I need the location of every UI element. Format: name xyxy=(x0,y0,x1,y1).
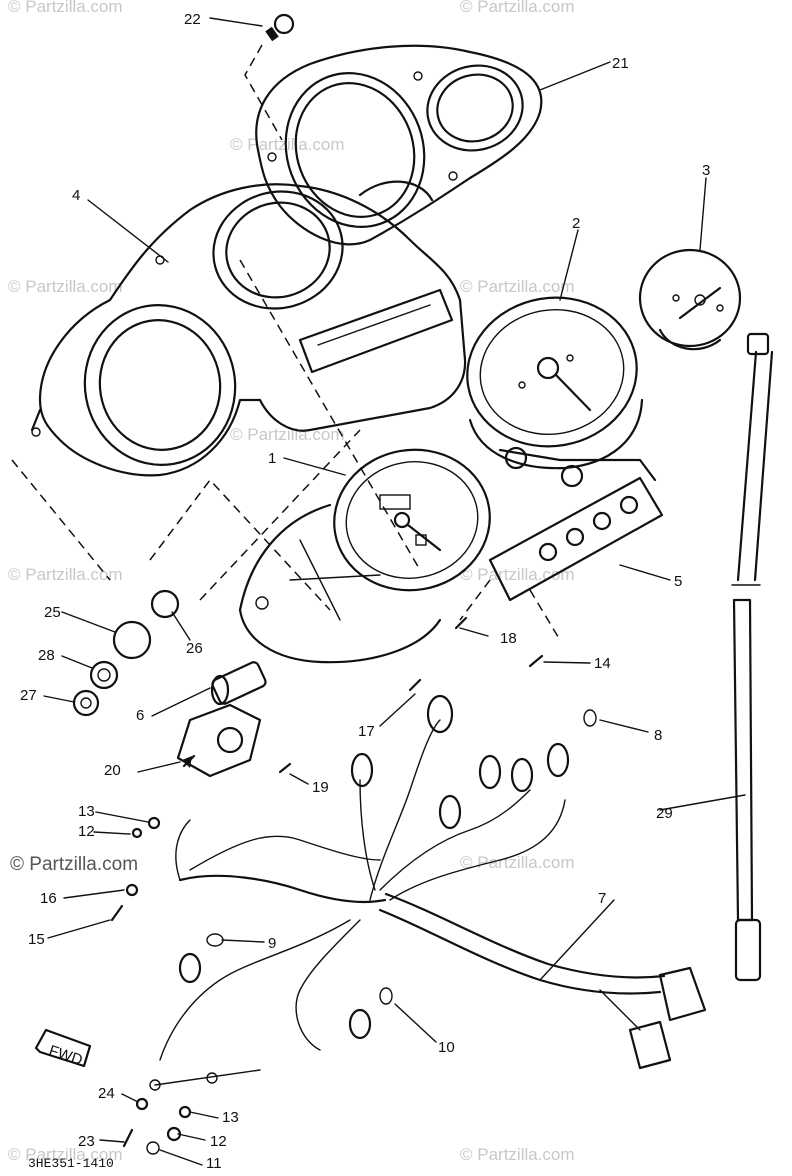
callout-15: 15 xyxy=(28,931,45,948)
callout-7: 7 xyxy=(598,890,606,907)
callout-27: 27 xyxy=(20,687,37,704)
fwd-marker: FWD xyxy=(34,1028,92,1069)
callout-28: 28 xyxy=(38,647,55,664)
tachometer-drawing xyxy=(466,296,644,470)
wire-harness-drawing xyxy=(149,694,707,1091)
callout-5: 5 xyxy=(674,573,682,590)
assembly-lines xyxy=(11,259,561,641)
callout-25: 25 xyxy=(44,604,61,621)
callout-3: 3 xyxy=(702,162,710,179)
watermark: © Partzilla.com xyxy=(460,1145,575,1164)
small-parts-drawing xyxy=(72,589,267,778)
callout-26: 26 xyxy=(186,640,203,657)
diagram-code: 3HE351-1410 xyxy=(28,1156,114,1171)
watermark: © Partzilla.com xyxy=(8,565,123,584)
watermark-layer: © Partzilla.com © Partzilla.com © Partzi… xyxy=(8,0,575,1164)
callout-21: 21 xyxy=(612,55,629,72)
callout-10: 10 xyxy=(438,1039,455,1056)
callout-13b: 13 xyxy=(222,1109,239,1126)
callout-16: 16 xyxy=(40,890,57,907)
watermark: © Partzilla.com xyxy=(8,0,123,16)
callout-12b: 12 xyxy=(210,1133,227,1150)
callout-8: 8 xyxy=(654,727,662,744)
indicator-panel-drawing xyxy=(488,446,664,602)
watermark: © Partzilla.com xyxy=(8,1145,123,1164)
callout-11: 11 xyxy=(206,1155,222,1172)
callout-19: 19 xyxy=(312,779,329,796)
callout-9: 9 xyxy=(268,935,276,952)
meter-cover-drawing xyxy=(255,44,543,246)
fwd-label: FWD xyxy=(47,1042,85,1069)
meter-housing-drawing xyxy=(30,183,467,477)
watermark: © Partzilla.com xyxy=(460,0,575,16)
fuel-gauge-drawing xyxy=(638,248,742,351)
callout-24: 24 xyxy=(98,1085,115,1102)
callout-12: 12 xyxy=(78,823,95,840)
callout-17: 17 xyxy=(358,723,375,740)
callout-4: 4 xyxy=(72,187,80,204)
callout-1: 1 xyxy=(268,450,276,467)
callout-29: 29 xyxy=(656,805,673,822)
hardware-drawing xyxy=(110,616,544,1155)
callout-labels: 1 2 3 4 5 6 7 8 9 10 11 12 12 13 13 14 1… xyxy=(20,11,710,1172)
watermark: © Partzilla.com xyxy=(460,853,575,872)
watermark: © Partzilla.com xyxy=(8,277,123,296)
speedometer-cable-drawing xyxy=(731,332,774,982)
callout-13: 13 xyxy=(78,803,95,820)
callout-14: 14 xyxy=(594,655,611,672)
leader-lines xyxy=(43,17,746,1166)
callout-18: 18 xyxy=(500,630,517,647)
callout-6: 6 xyxy=(136,707,144,724)
callout-20: 20 xyxy=(104,762,121,779)
callout-22: 22 xyxy=(184,11,201,28)
callout-23: 23 xyxy=(78,1133,95,1150)
watermark: © Partzilla.com xyxy=(10,854,138,875)
bulb-22-drawing xyxy=(244,13,295,141)
callout-2: 2 xyxy=(572,215,580,232)
watermark: © Partzilla.com xyxy=(460,277,575,296)
watermark: © Partzilla.com xyxy=(230,135,345,154)
